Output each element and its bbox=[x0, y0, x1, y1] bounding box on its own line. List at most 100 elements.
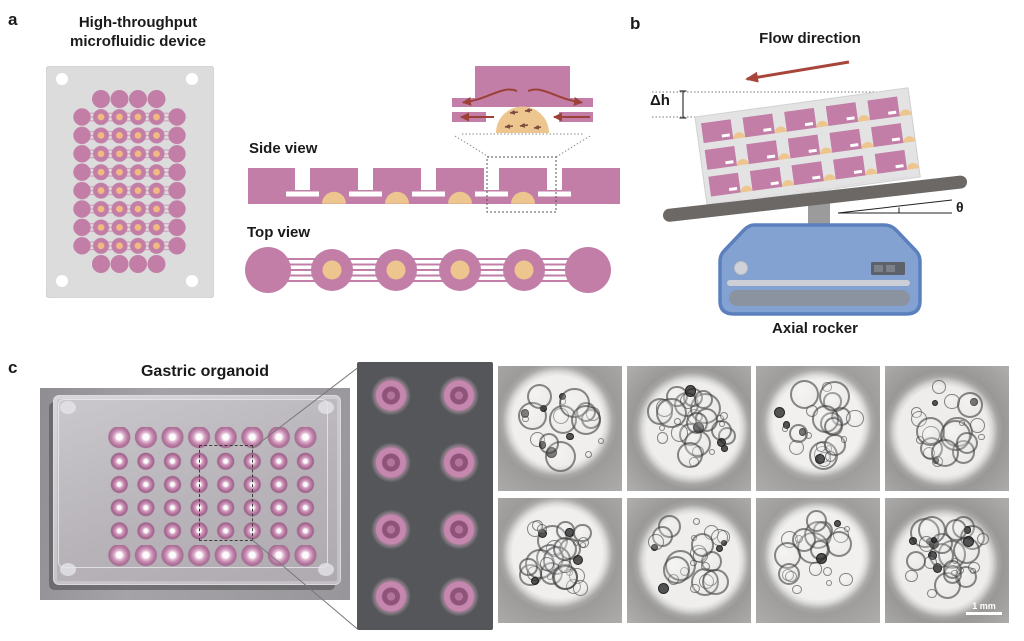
well-closeup-inset bbox=[452, 66, 593, 158]
organoid bbox=[565, 432, 574, 441]
well-row-large-top bbox=[106, 427, 319, 451]
organoid bbox=[815, 552, 827, 564]
organoid bbox=[918, 536, 935, 552]
organoid bbox=[944, 518, 967, 541]
organoid bbox=[977, 533, 990, 545]
device-outlet-ports bbox=[92, 255, 166, 273]
side-view-label: Side view bbox=[249, 140, 318, 157]
organoid bbox=[932, 380, 946, 394]
organoid bbox=[656, 432, 669, 444]
organoid bbox=[716, 437, 727, 448]
theta-label: θ bbox=[956, 199, 964, 215]
organoid bbox=[538, 433, 559, 454]
top-view-schematic bbox=[245, 247, 611, 293]
organoid bbox=[677, 441, 704, 468]
organoid bbox=[584, 450, 592, 458]
micrograph-grid: 1 mm bbox=[498, 366, 1009, 623]
organoid bbox=[846, 409, 864, 428]
organoid bbox=[942, 560, 962, 579]
organoid bbox=[539, 556, 554, 571]
organoid bbox=[792, 584, 802, 595]
organoid bbox=[840, 436, 848, 443]
organoid-dome bbox=[496, 106, 549, 133]
organoid bbox=[701, 562, 711, 572]
organoid bbox=[924, 556, 937, 569]
axial-rocker-body bbox=[718, 223, 922, 316]
flow-direction-label: Flow direction bbox=[759, 30, 861, 47]
organoid-device-photo bbox=[40, 388, 350, 600]
organoid bbox=[963, 536, 974, 547]
device-inlet-ports bbox=[92, 90, 166, 108]
device-well-grid bbox=[91, 107, 166, 255]
organoid bbox=[931, 536, 938, 543]
organoid bbox=[904, 569, 918, 583]
scale-bar: 1 mm bbox=[966, 601, 1002, 615]
rocker-button bbox=[734, 261, 748, 275]
organoid bbox=[684, 384, 697, 397]
flow-arrows bbox=[460, 88, 590, 122]
organoid-micrograph bbox=[756, 498, 880, 623]
organoid-micrograph bbox=[885, 366, 1009, 491]
organoid bbox=[716, 545, 724, 553]
organoid bbox=[673, 417, 681, 425]
organoid bbox=[843, 525, 850, 532]
corner-pad bbox=[318, 401, 334, 414]
organoid bbox=[685, 411, 709, 435]
organoid bbox=[656, 397, 687, 428]
well-closeup-photo bbox=[357, 362, 493, 630]
organoid bbox=[693, 389, 713, 409]
organoid bbox=[908, 536, 918, 546]
organoid bbox=[823, 416, 844, 436]
well-row-large-bottom bbox=[106, 545, 319, 569]
organoid bbox=[970, 567, 976, 574]
panel-a-title: High-throughput microfluidic device bbox=[42, 13, 234, 51]
organoid bbox=[720, 411, 729, 420]
organoid bbox=[930, 438, 959, 467]
panel-c-label: c bbox=[8, 358, 18, 377]
organoid-micrograph bbox=[627, 498, 751, 623]
organoid bbox=[958, 420, 965, 427]
panel-a-schematics bbox=[245, 66, 620, 293]
corner-pad bbox=[60, 401, 76, 414]
organoid-micrograph bbox=[756, 366, 880, 491]
organoid bbox=[790, 379, 820, 409]
organoid bbox=[657, 582, 670, 595]
zoom-region-box bbox=[486, 156, 557, 213]
flow-direction-arrow-icon bbox=[745, 60, 850, 83]
organoid bbox=[662, 556, 691, 584]
panel-a-title-line1: High-throughput bbox=[78, 14, 198, 31]
corner-pad bbox=[318, 563, 334, 576]
panel-a-title-line2: microfluidic device bbox=[70, 33, 206, 50]
organoid bbox=[531, 576, 540, 585]
organoid bbox=[519, 557, 538, 576]
organoid bbox=[690, 583, 700, 594]
organoid bbox=[826, 531, 852, 557]
organoid-micrograph bbox=[498, 366, 622, 491]
panel-c-title: Gastric organoid bbox=[140, 363, 270, 380]
corner-pad bbox=[60, 563, 76, 576]
organoid-micrograph bbox=[498, 498, 622, 623]
organoid bbox=[955, 431, 979, 455]
organoid bbox=[718, 420, 726, 428]
organoid bbox=[690, 533, 715, 557]
organoid bbox=[969, 418, 985, 434]
organoid-domes bbox=[322, 191, 535, 204]
organoid bbox=[957, 391, 983, 418]
panel-a-label: a bbox=[8, 10, 18, 29]
organoid bbox=[521, 415, 529, 423]
organoid bbox=[781, 425, 788, 432]
organoid bbox=[579, 541, 586, 548]
organoid bbox=[570, 404, 602, 436]
organoid bbox=[598, 437, 605, 444]
rocker-platform bbox=[662, 175, 968, 222]
scale-bar-label: 1 mm bbox=[972, 601, 996, 611]
delta-h-label: Δh bbox=[650, 92, 670, 109]
delta-h-bracket bbox=[679, 90, 687, 119]
microfluidic-device-schematic bbox=[46, 66, 214, 298]
organoid bbox=[805, 510, 828, 533]
organoid bbox=[558, 559, 572, 574]
organoid bbox=[526, 384, 552, 410]
organoid bbox=[537, 523, 548, 534]
organoid bbox=[708, 448, 716, 456]
